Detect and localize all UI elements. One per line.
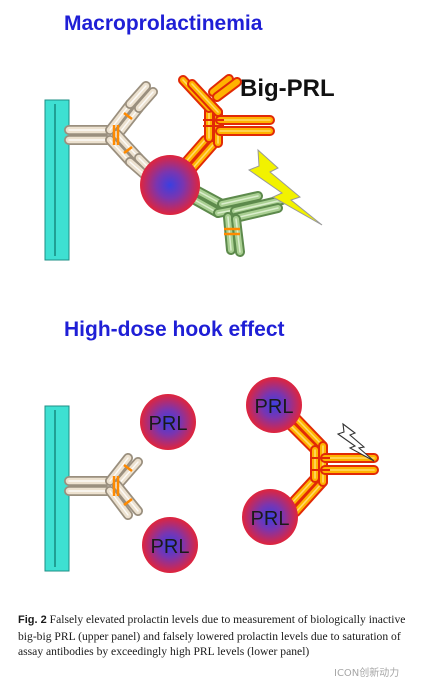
figure-diagram: Macroprolactinemia Big-PRL xyxy=(44,12,379,573)
watermark: ICON创新动力 xyxy=(334,668,400,679)
big-prl-label: Big-PRL xyxy=(240,75,335,102)
figure-number: Fig. 2 xyxy=(18,614,47,626)
solid-phase-bar-upper xyxy=(44,99,70,261)
antibody-segment xyxy=(285,420,320,455)
prl-antigen-4: PRL xyxy=(242,489,298,545)
prl-antigen-3: PRL xyxy=(246,377,302,433)
big-prl-antibody xyxy=(172,74,275,182)
capture-antibody-upper xyxy=(64,81,158,181)
prl-label: PRL xyxy=(255,396,294,418)
prl-label: PRL xyxy=(251,508,290,530)
lightning-signal-icon-lower xyxy=(336,422,375,462)
antibody-segment xyxy=(231,214,245,257)
big-prl-antigen-sphere xyxy=(140,155,200,215)
lower-panel-title: High-dose hook effect xyxy=(64,318,285,341)
antibody-segment xyxy=(112,129,144,163)
antibody-segment xyxy=(187,79,223,117)
antibody-segment xyxy=(134,87,158,113)
antibody-segment xyxy=(285,473,320,510)
capture-antibody-lower xyxy=(64,453,143,520)
lightning-signal-icon-upper xyxy=(247,148,323,226)
antibody-segment xyxy=(112,480,143,516)
caption-text: Falsely elevated prolactin levels due to… xyxy=(18,613,406,658)
figure-caption: Fig. 2 Falsely elevated prolactin levels… xyxy=(18,612,410,660)
prl-label: PRL xyxy=(151,536,190,558)
antibody-segment xyxy=(291,413,328,451)
antibody-segment xyxy=(125,81,151,109)
prl-antigen-1: PRL xyxy=(140,394,196,450)
antibody-segment xyxy=(230,195,287,216)
prl-label: PRL xyxy=(149,413,188,435)
prl-antigen-2: PRL xyxy=(142,517,198,573)
detection-antibody-upper xyxy=(188,185,287,257)
free-detection-antibody xyxy=(285,413,379,517)
antibody-segment xyxy=(291,477,328,517)
upper-panel-title: Macroprolactinemia xyxy=(64,12,263,35)
antibody-segment xyxy=(217,191,263,209)
